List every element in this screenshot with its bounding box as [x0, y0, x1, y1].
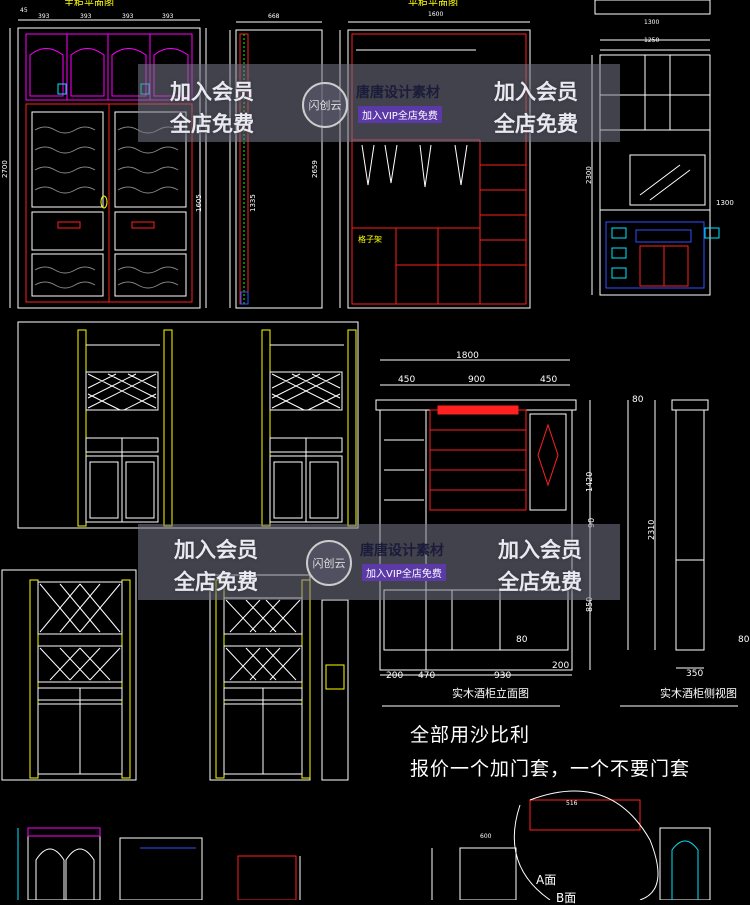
- dim-vertical-label: 1335: [249, 194, 257, 212]
- bottom-details: [17, 790, 711, 900]
- dim-total-width: 1800: [456, 351, 479, 361]
- front-elevation-title: 主柜平面图: [64, 0, 114, 6]
- watermark-band-top: [138, 64, 620, 142]
- dim-label: 668: [268, 13, 280, 20]
- watermark-free-text: 全店免费: [170, 112, 254, 136]
- watermark-vip: 加入VIP全店免费: [362, 564, 446, 581]
- face-a-label: A面: [536, 873, 557, 887]
- watermark-join-text: 加入会员: [498, 538, 582, 562]
- dim-label: 200: [552, 661, 570, 671]
- dim-vertical-label: 2300: [585, 166, 593, 184]
- dim-left-width: 450: [398, 375, 416, 385]
- front-elevation-caption: 实木酒柜立面图: [452, 687, 529, 700]
- dim-label: 393: [80, 13, 92, 20]
- dim-vertical-label: 2310: [647, 519, 656, 540]
- dim-label: 1300: [644, 19, 660, 26]
- watermark-logo-icon: 闪创云: [306, 540, 352, 586]
- dim-right-width: 450: [540, 375, 558, 385]
- quote-note: 报价一个加门套，一个不要门套: [410, 758, 691, 780]
- dim-vertical-label: 2659: [311, 160, 319, 178]
- dim-label: 470: [418, 671, 436, 681]
- watermark-band-middle: [138, 524, 620, 600]
- watermark-brand: 唐唐设计素材: [356, 85, 440, 101]
- dim-mid-width: 900: [468, 375, 486, 385]
- watermark-logo-icon: 闪创云: [302, 82, 348, 128]
- dim-vertical-label: 1420: [585, 471, 594, 492]
- dim-label: 80: [738, 635, 750, 645]
- dim-vertical-label: 2700: [1, 160, 9, 178]
- material-note: 全部用沙比利: [410, 724, 531, 746]
- solid-wood-wine-cabinet-front: [375, 359, 591, 676]
- dim-label: 600: [480, 833, 492, 840]
- dim-label: 930: [494, 671, 512, 681]
- side-view-caption: 实木酒柜侧视图: [660, 687, 737, 700]
- dim-label: 80: [632, 395, 644, 405]
- dim-label: 45: [20, 7, 28, 14]
- watermark-brand: 唐唐设计素材: [360, 543, 444, 559]
- solid-wood-wine-cabinet-side: [382, 399, 738, 707]
- watermark-free-text: 全店免费: [498, 570, 582, 594]
- dim-vertical-label: 1605: [195, 194, 203, 212]
- dim-label: 393: [162, 13, 174, 20]
- dim-label: 516: [566, 800, 578, 807]
- dim-label: 393: [38, 13, 50, 20]
- watermark-join-text: 加入会员: [170, 80, 254, 104]
- dim-label: 350: [686, 669, 704, 679]
- watermark-join-text: 加入会员: [174, 538, 258, 562]
- wine-cabinet-pair-upper: [17, 321, 359, 529]
- tv-cabinet-elevation: [591, 0, 720, 296]
- dim-label: 1250: [644, 37, 660, 44]
- dim-label: 393: [122, 13, 134, 20]
- watermark-free-text: 全店免费: [494, 112, 578, 136]
- wine-cabinet-pair-lower: [1, 569, 349, 781]
- face-b-label: B面: [556, 891, 577, 905]
- lattice-rack-label: 格子架: [358, 235, 382, 244]
- dim-label: 1600: [428, 11, 444, 18]
- watermark-vip: 加入VIP全店免费: [358, 106, 442, 123]
- dim-label: 200: [386, 671, 404, 681]
- watermark-free-text: 全店免费: [174, 570, 258, 594]
- watermark-join-text: 加入会员: [494, 80, 578, 104]
- dim-label: 80: [516, 635, 528, 645]
- dim-label: 1300: [716, 199, 734, 207]
- back-elevation-title: 平柜平面图: [408, 0, 458, 6]
